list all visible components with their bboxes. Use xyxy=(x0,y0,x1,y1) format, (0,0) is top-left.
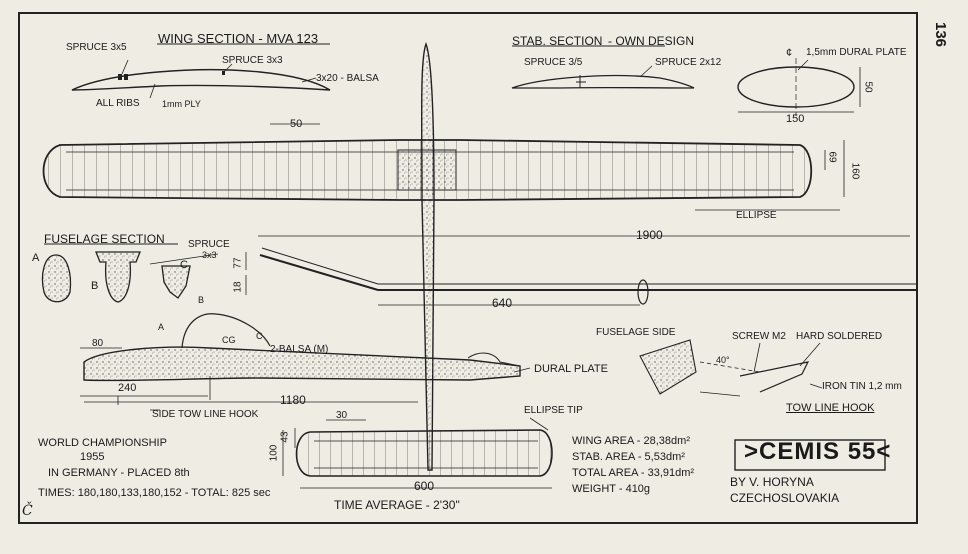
wing-dim-chord: 69 xyxy=(826,151,838,163)
wing-section-ribs-ply: 1mm PLY xyxy=(162,99,201,109)
fuselage-balsa-label: 2-BALSA (M) xyxy=(270,344,329,355)
wing-section-airfoil xyxy=(71,43,331,99)
fuselage-mark-b: B xyxy=(198,295,205,305)
designer: BY V. HORYNA xyxy=(730,475,814,489)
fuselage-section-a: A xyxy=(32,252,40,264)
wing-area: WING AREA - 28,38dm² xyxy=(572,435,690,447)
tow-screw: SCREW M2 xyxy=(732,331,786,342)
stab-dim-100: 100 xyxy=(268,444,280,462)
fuselage-dim-240: 240 xyxy=(118,382,137,394)
stab-section-title-suffix: - OWN DESIGN xyxy=(608,34,694,48)
fuselage-top-view xyxy=(420,41,435,471)
fuselage-section-b: B xyxy=(91,280,99,292)
stab-section-spruce-a: SPRUCE 3/5 xyxy=(524,57,583,68)
wing-section-balsa: 3x20 - BALSA xyxy=(316,73,379,84)
dural-dim-height: 50 xyxy=(862,81,874,93)
fuselage-section-title: FUSELAGE SECTION xyxy=(44,232,165,246)
stab-dim-43: 43 xyxy=(279,431,291,443)
fuselage-side-view xyxy=(80,313,531,411)
drawing-frame xyxy=(18,12,918,524)
stab-span: 600 xyxy=(414,479,435,493)
wing-dihedral-view xyxy=(245,235,918,306)
fuselage-section-spruce: SPRUCE xyxy=(188,239,230,250)
tow-hook-detail xyxy=(639,339,823,397)
fuselage-section-spruce-size: 3x3 xyxy=(202,250,217,260)
wing-planform xyxy=(42,123,845,211)
page-number: 136 xyxy=(932,22,949,48)
fuselage-length: 1180 xyxy=(280,393,306,407)
stab-dim-30: 30 xyxy=(336,410,348,421)
fuselage-mark-c: C xyxy=(256,331,263,341)
stab-section-title: STAB. SECTION xyxy=(512,34,603,48)
wing-dihedral-a: 77 xyxy=(232,257,244,269)
dural-plate-ellipse xyxy=(737,58,861,116)
tow-fuselage-side: FUSELAGE SIDE xyxy=(596,327,676,338)
dural-centerline-mark: ¢ xyxy=(786,47,793,59)
tow-angle: 40° xyxy=(716,355,730,365)
total-area: TOTAL AREA - 33,91dm² xyxy=(572,467,695,479)
weight: WEIGHT - 410g xyxy=(572,483,651,495)
fuselage-section-c: C xyxy=(180,259,188,271)
record-line-1: WORLD CHAMPIONSHIP xyxy=(38,437,167,449)
model-title: >CEMIS 55< xyxy=(744,438,892,465)
fuselage-cg: CG xyxy=(222,335,236,345)
dural-dim-width: 150 xyxy=(786,113,805,125)
country: CZECHOSLOVAKIA xyxy=(730,491,840,505)
title-box xyxy=(734,439,886,471)
time-average: TIME AVERAGE - 2'30" xyxy=(334,498,460,512)
fuselage-section-shapes xyxy=(41,243,219,303)
wing-section-spruce-a: SPRUCE 3x5 xyxy=(66,42,127,53)
fuselage-dural: DURAL PLATE xyxy=(534,363,608,375)
wing-dim-tip: 160 xyxy=(849,162,861,180)
wing-panel-dim: 640 xyxy=(492,296,513,310)
fuselage-tow-hook: SIDE TOW LINE HOOK xyxy=(152,409,259,420)
wing-span-dim: 1900 xyxy=(636,228,663,242)
dural-plate-label: 1,5mm DURAL PLATE xyxy=(806,47,907,58)
artist-signature: Č xyxy=(22,503,33,519)
wing-section-spruce-b: SPRUCE 3x3 xyxy=(222,55,283,66)
record-line-4: TIMES: 180,180,133,180,152 - TOTAL: 825 … xyxy=(38,487,271,499)
tow-iron: IRON TIN 1,2 mm xyxy=(822,381,902,392)
wing-section-ribs: ALL RIBS xyxy=(96,98,140,109)
wing-dim-rib-spacing: 50 xyxy=(290,118,303,130)
fuselage-mark-a: A xyxy=(158,322,165,332)
stab-ellipse-tip: ELLIPSE TIP xyxy=(524,405,583,416)
record-line-3: IN GERMANY - PLACED 8th xyxy=(48,467,190,479)
wing-section-title: WING SECTION - MVA 123 xyxy=(158,31,319,46)
stabilizer-planform xyxy=(282,417,553,489)
fuselage-dim-80: 80 xyxy=(92,338,104,349)
tow-soldered: HARD SOLDERED xyxy=(796,331,883,342)
record-line-2: 1955 xyxy=(80,451,105,463)
stab-section-airfoil xyxy=(511,45,695,89)
tow-hook-title: TOW LINE HOOK xyxy=(786,402,875,414)
wing-ellipse-label: ELLIPSE xyxy=(736,210,777,221)
wing-dihedral-b: 18 xyxy=(232,281,244,293)
stab-section-spruce-b: SPRUCE 2x12 xyxy=(655,57,722,68)
stab-area: STAB. AREA - 5,53dm² xyxy=(572,451,685,463)
